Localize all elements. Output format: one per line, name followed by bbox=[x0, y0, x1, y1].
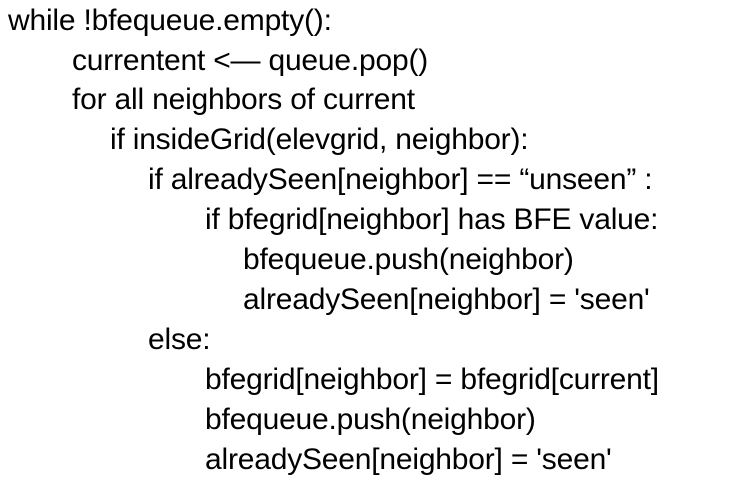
code-line-else: else: bbox=[148, 323, 211, 356]
code-line-push-neighbor-else: bfequeue.push(neighbor) bbox=[205, 403, 536, 436]
code-line-while-loop: while !bfequeue.empty(): bbox=[8, 4, 332, 37]
code-line-inside-grid-check: if insideGrid(elevgrid, neighbor): bbox=[110, 123, 529, 156]
code-line-push-neighbor: bfequeue.push(neighbor) bbox=[243, 243, 574, 276]
code-line-unseen-check: if alreadySeen[neighbor] == “unseen” : bbox=[148, 163, 653, 196]
code-line-bfe-value-check: if bfegrid[neighbor] has BFE value: bbox=[205, 203, 659, 236]
code-line-copy-bfe: bfegrid[neighbor] = bfegrid[current] bbox=[205, 363, 659, 396]
code-line-mark-seen-else: alreadySeen[neighbor] = 'seen' bbox=[205, 443, 612, 476]
code-line-pop-current: currentent <— queue.pop() bbox=[72, 44, 429, 77]
code-line-for-neighbors: for all neighbors of current bbox=[72, 83, 415, 116]
code-line-mark-seen: alreadySeen[neighbor] = 'seen' bbox=[243, 283, 650, 316]
